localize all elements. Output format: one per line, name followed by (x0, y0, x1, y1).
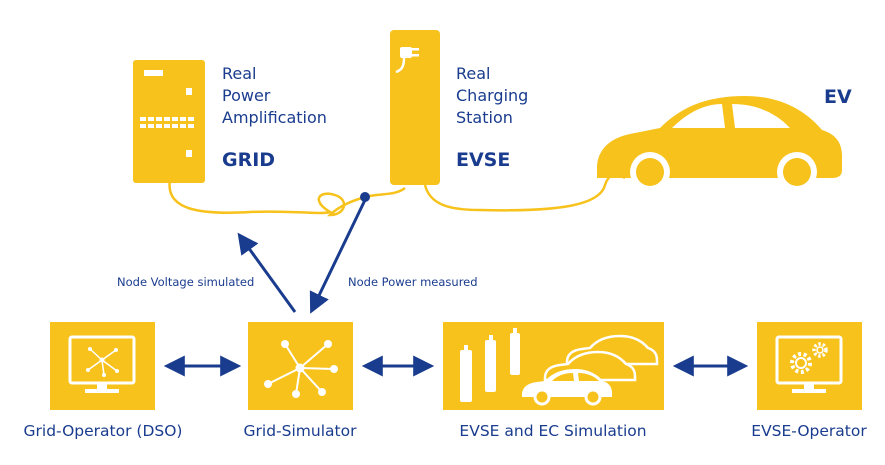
grid-description-line3: Amplification (222, 108, 327, 127)
evse-operator-box (757, 322, 862, 410)
grid-description-line2: Power (222, 86, 271, 105)
grid-simulator-box (248, 322, 353, 410)
grid-description-line1: Real (222, 64, 257, 83)
voltage-arrow (237, 232, 297, 313)
ev-cable (423, 173, 626, 212)
grid-operator-label: Grid-Operator (DSO) (24, 422, 183, 440)
grid-title: GRID (222, 149, 275, 171)
plug-icon (395, 47, 419, 74)
grid-cabinet (133, 60, 205, 183)
power-arrow-label: Node Power measured (348, 275, 478, 289)
evse-operator-label: EVSE-Operator (751, 422, 867, 440)
ev-title: EV (824, 86, 852, 108)
charging-cars-icon (460, 328, 659, 406)
grid-operator-box (50, 322, 155, 410)
evse-station (390, 30, 440, 185)
evse-description-line2: Charging (456, 86, 528, 105)
grid-cable (168, 179, 366, 217)
evse-simulation-box (443, 322, 664, 410)
voltage-arrow-label: Node Voltage simulated (117, 275, 254, 289)
monitor-gears-icon (775, 335, 843, 393)
evse-title: EVSE (456, 149, 510, 171)
network-node-icon (264, 340, 338, 398)
evse-cable (364, 186, 406, 199)
evse-description-line3: Station (456, 108, 513, 127)
evse-description-line1: Real (456, 64, 491, 83)
measurement-node (360, 192, 370, 202)
power-arrow (309, 199, 367, 314)
evse-simulation-label: EVSE and EC Simulation (459, 422, 646, 440)
grid-simulator-label: Grid-Simulator (244, 422, 358, 440)
ev-car-icon (597, 96, 842, 192)
monitor-network-icon (68, 335, 136, 393)
